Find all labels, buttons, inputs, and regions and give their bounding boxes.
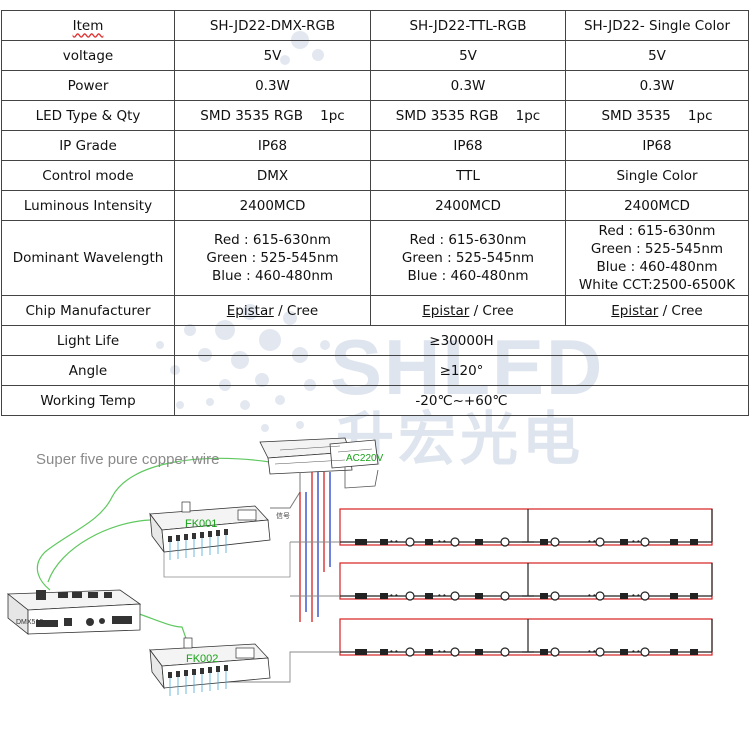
merged-cell: ≥30000H bbox=[174, 325, 749, 356]
svg-text:• •: • • bbox=[390, 647, 398, 656]
table-row: Angle ≥120° bbox=[1, 355, 749, 386]
row-label: Luminous Intensity bbox=[1, 190, 175, 221]
table-cell: IP68 bbox=[565, 130, 749, 161]
table-row: LED Type & Qty SMD 3535 RGB 1pc SMD 3535… bbox=[1, 100, 749, 131]
console-label: DMX512 bbox=[16, 619, 44, 626]
table-row: Working Temp -20℃~+60℃ bbox=[1, 385, 749, 416]
table-cell: 0.3W bbox=[565, 70, 749, 101]
chip-cell: Epistar / Cree bbox=[174, 295, 371, 326]
svg-text:• •: • • bbox=[390, 591, 398, 600]
controller-fk002 bbox=[149, 637, 271, 696]
supply-wires bbox=[299, 472, 331, 622]
header-ttl-rgb: SH-JD22-TTL-RGB bbox=[370, 10, 566, 41]
svg-text:• •: • • bbox=[588, 537, 596, 546]
table-cell: 5V bbox=[174, 40, 371, 71]
controller2-label: FK002 bbox=[186, 653, 219, 665]
merged-cell: -20℃~+60℃ bbox=[174, 385, 749, 416]
wiring-diagram-svg: • • • • • • • • • • • • • • • • • • • • • • • … bbox=[6, 437, 713, 696]
table-row: Control mode DMX TTL Single Color bbox=[1, 160, 749, 191]
svg-text:• •: • • bbox=[438, 647, 446, 656]
table-cell: IP68 bbox=[174, 130, 371, 161]
table-cell: IP68 bbox=[370, 130, 566, 161]
table-row-chip: Chip Manufacturer Epistar / Cree Epistar… bbox=[1, 295, 749, 326]
svg-text:• •: • • bbox=[390, 537, 398, 546]
chip-cell: Epistar / Cree bbox=[565, 295, 749, 326]
table-cell: 2400MCD bbox=[174, 190, 371, 221]
row-label: Angle bbox=[1, 355, 175, 386]
table-cell: TTL bbox=[370, 160, 566, 191]
row-label: Light Life bbox=[1, 325, 175, 356]
table-cell: 2400MCD bbox=[370, 190, 566, 221]
row-label: IP Grade bbox=[1, 130, 175, 161]
table-cell: SMD 3535 RGB 1pc bbox=[370, 100, 566, 131]
table-cell: 0.3W bbox=[370, 70, 566, 101]
power-label: AC220V bbox=[346, 453, 384, 464]
table-row: IP Grade IP68 IP68 IP68 bbox=[1, 130, 749, 161]
wiring-diagram: • • • • • • • • • • • • • • • • • • • • • • • … bbox=[0, 412, 750, 750]
svg-text:• •: • • bbox=[632, 647, 640, 656]
diagram-caption: Super five pure copper wire bbox=[36, 451, 220, 468]
table-cell: 5V bbox=[370, 40, 566, 71]
table-header-row: Item SH-JD22-DMX-RGB SH-JD22-TTL-RGB SH-… bbox=[1, 10, 749, 41]
row-label: Power bbox=[1, 70, 175, 101]
table-cell: Single Color bbox=[565, 160, 749, 191]
dmx-console bbox=[6, 589, 142, 635]
table-row: Power 0.3W 0.3W 0.3W bbox=[1, 70, 749, 101]
row-label: Dominant Wavelength bbox=[1, 220, 175, 296]
svg-text:• •: • • bbox=[438, 591, 446, 600]
row-label: Working Temp bbox=[1, 385, 175, 416]
row-label: LED Type & Qty bbox=[1, 100, 175, 131]
svg-text:• •: • • bbox=[588, 647, 596, 656]
svg-text:• •: • • bbox=[438, 537, 446, 546]
table-row: voltage 5V 5V 5V bbox=[1, 40, 749, 71]
header-single-color: SH-JD22- Single Color bbox=[565, 10, 749, 41]
svg-text:• •: • • bbox=[588, 591, 596, 600]
svg-text:• •: • • bbox=[632, 591, 640, 600]
signal-label: 信号 bbox=[276, 513, 290, 520]
table-cell: SMD 3535 1pc bbox=[565, 100, 749, 131]
row-label: voltage bbox=[1, 40, 175, 71]
header-item: Item bbox=[1, 10, 175, 41]
grey-signal-cables bbox=[200, 541, 340, 683]
table-cell: 0.3W bbox=[174, 70, 371, 101]
table-cell: DMX bbox=[174, 160, 371, 191]
table-cell: 5V bbox=[565, 40, 749, 71]
svg-text:• •: • • bbox=[632, 537, 640, 546]
pixel-light-strings: • • • • • • • • • • • • • • • • • • • • • • • … bbox=[340, 509, 713, 657]
table-row: Luminous Intensity 2400MCD 2400MCD 2400M… bbox=[1, 190, 749, 221]
red-power-loops bbox=[339, 508, 713, 656]
power-supply bbox=[259, 437, 379, 489]
spec-table: Item SH-JD22-DMX-RGB SH-JD22-TTL-RGB SH-… bbox=[1, 10, 749, 416]
merged-cell: ≥120° bbox=[174, 355, 749, 386]
table-cell: 2400MCD bbox=[565, 190, 749, 221]
table-row: Light Life ≥30000H bbox=[1, 325, 749, 356]
header-dmx-rgb: SH-JD22-DMX-RGB bbox=[174, 10, 371, 41]
controller1-label: FK001 bbox=[185, 518, 218, 530]
controller-fk001 bbox=[149, 501, 291, 578]
supply-cables bbox=[270, 472, 301, 509]
chip-cell: Epistar / Cree bbox=[370, 295, 566, 326]
row-label: Chip Manufacturer bbox=[1, 295, 175, 326]
table-cell: SMD 3535 RGB 1pc bbox=[174, 100, 371, 131]
row-label: Control mode bbox=[1, 160, 175, 191]
